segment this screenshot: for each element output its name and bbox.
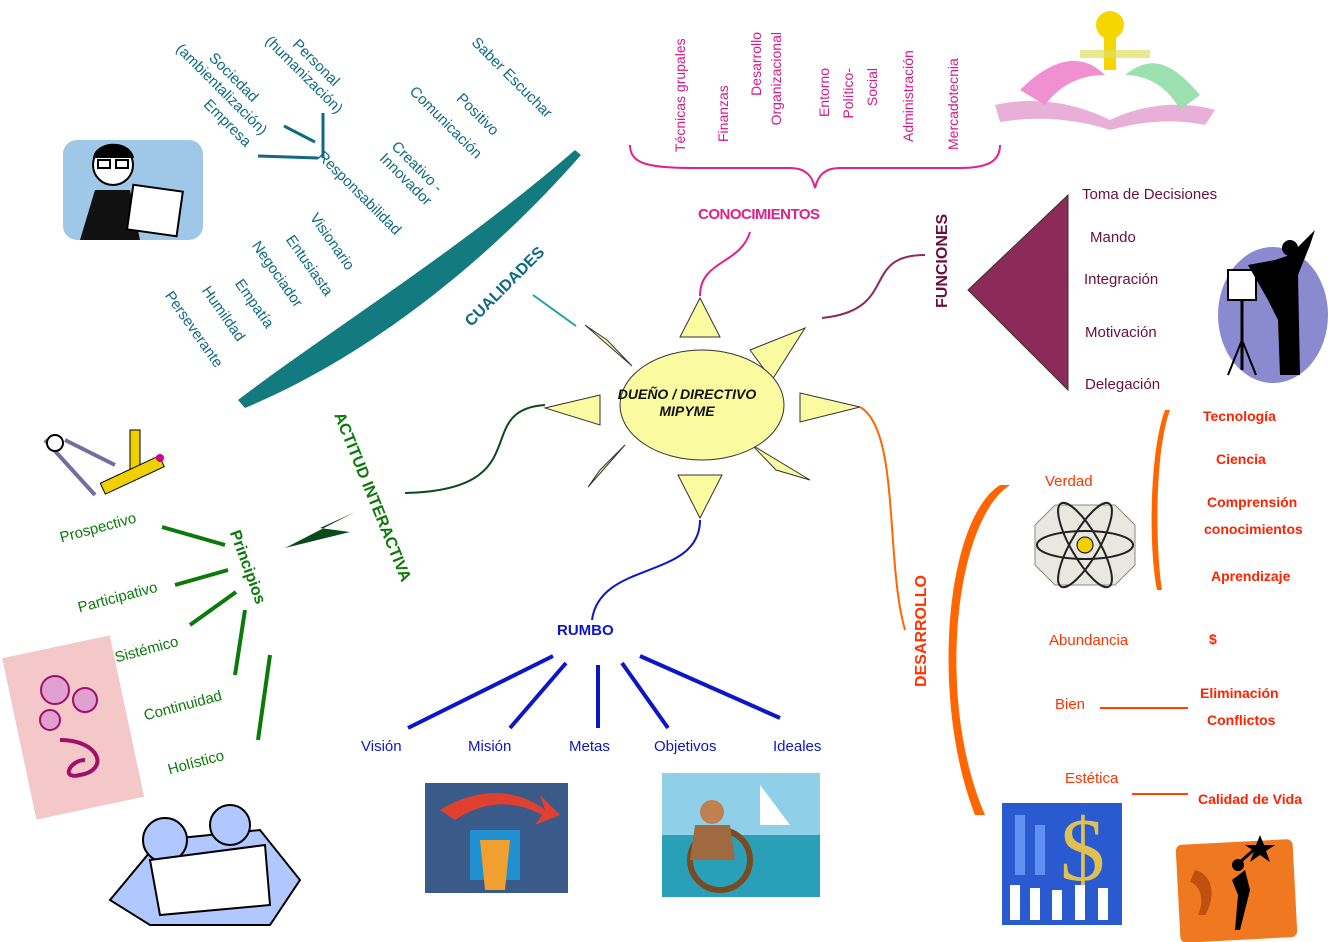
- center-line2: MIPYME: [659, 402, 715, 419]
- conocimiento-item-0: Técnicas grupales: [672, 38, 688, 152]
- sun-center: [619, 349, 785, 461]
- verdad-item-3: conocimientos: [1204, 521, 1303, 537]
- book-key-image: [995, 11, 1215, 130]
- conocimiento-item-3: Entorno Político-Social: [813, 60, 884, 150]
- link-desarrollo: [859, 406, 906, 631]
- verdad-item-4: Aprendizaje: [1211, 568, 1291, 584]
- branch-funciones: FUNCIONES: [934, 213, 951, 308]
- conocimiento-item-5: Mercadotecnia: [945, 58, 961, 150]
- people-map-image: [108, 804, 302, 926]
- responsabilidad-lines: [257, 113, 325, 160]
- bien-item-0: Eliminación: [1200, 685, 1279, 701]
- link-cualidades: [532, 294, 577, 327]
- center-line1: DUEÑO / DIRECTIVO: [617, 386, 757, 402]
- abundancia-item: $: [1209, 631, 1217, 647]
- funcion-item-0: Toma de Decisiones: [1082, 186, 1218, 203]
- star-figure-image: [1175, 835, 1298, 942]
- link-funciones: [821, 254, 926, 319]
- drafting-tools-image: [43, 429, 165, 497]
- funcion-item-4: Delegación: [1085, 376, 1161, 393]
- verdad-item-0: Tecnología: [1203, 408, 1276, 424]
- conocimiento-item-3-text: Entorno Político-Social: [816, 68, 880, 119]
- desarrollo-estetica: Estética: [1065, 770, 1119, 787]
- clipboard-person-image: [63, 140, 203, 240]
- link-rumbo: [591, 519, 701, 621]
- funcion-item-3: Motivación: [1085, 324, 1157, 341]
- rumbo-item-4: Ideales: [773, 738, 822, 755]
- conocimiento-item-2-text: Desarrollo Organizacional: [748, 32, 784, 126]
- link-conocimientos: [699, 231, 751, 297]
- svg-text:$: $: [1060, 801, 1105, 900]
- verdad-item-1: Ciencia: [1216, 451, 1266, 467]
- rumbo-item-1: Misión: [468, 738, 512, 755]
- conocimiento-item-4: Administración: [900, 50, 916, 142]
- desarrollo-big-bracket: [948, 485, 1010, 815]
- verdad-item-2: Comprensión: [1207, 494, 1298, 510]
- desarrollo-verdad: Verdad: [1045, 473, 1093, 490]
- funcion-item-1: Mando: [1090, 229, 1136, 246]
- rumbo-item-0: Visión: [361, 738, 402, 755]
- funciones-triangle: [967, 193, 1069, 392]
- principios-lines: [161, 525, 272, 741]
- conocimientos-brace: [629, 144, 1001, 189]
- funcion-item-2: Integración: [1084, 271, 1159, 288]
- desarrollo-small-bracket: [1151, 410, 1170, 590]
- pink-pattern-image: [2, 635, 145, 820]
- sun-rays: [543, 296, 861, 520]
- desarrollo-bien: Bien: [1055, 696, 1086, 713]
- cualidades-arc: [238, 150, 581, 408]
- branch-rumbo: RUMBO: [557, 622, 614, 639]
- rumbo-item-3: Objetivos: [654, 738, 717, 755]
- conductor-image: [1218, 230, 1328, 383]
- atom-image: [1034, 501, 1136, 589]
- link-actitud: [404, 404, 546, 494]
- rumbo-lines: [407, 654, 781, 730]
- rumbo-item-2: Metas: [569, 738, 610, 755]
- branch-conocimientos: CONOCIMIENTOS: [698, 206, 820, 223]
- branch-desarrollo: DESARROLLO: [913, 575, 930, 687]
- desarrollo-abundancia: Abundancia: [1049, 632, 1129, 649]
- ship-wheel-image: [662, 773, 820, 897]
- conocimiento-item-2: Desarrollo Organizacional: [747, 30, 786, 150]
- actitud-arrow: [285, 512, 355, 548]
- bien-item-1: Conflictos: [1207, 712, 1276, 728]
- estetica-item: Calidad de Vida: [1198, 791, 1302, 807]
- conocimiento-item-1: Finanzas: [715, 85, 731, 142]
- arrows-image: [425, 783, 568, 893]
- dollar-people-image: $: [1002, 801, 1122, 925]
- center-label: DUEÑO / DIRECTIVO MIPYME: [612, 386, 762, 420]
